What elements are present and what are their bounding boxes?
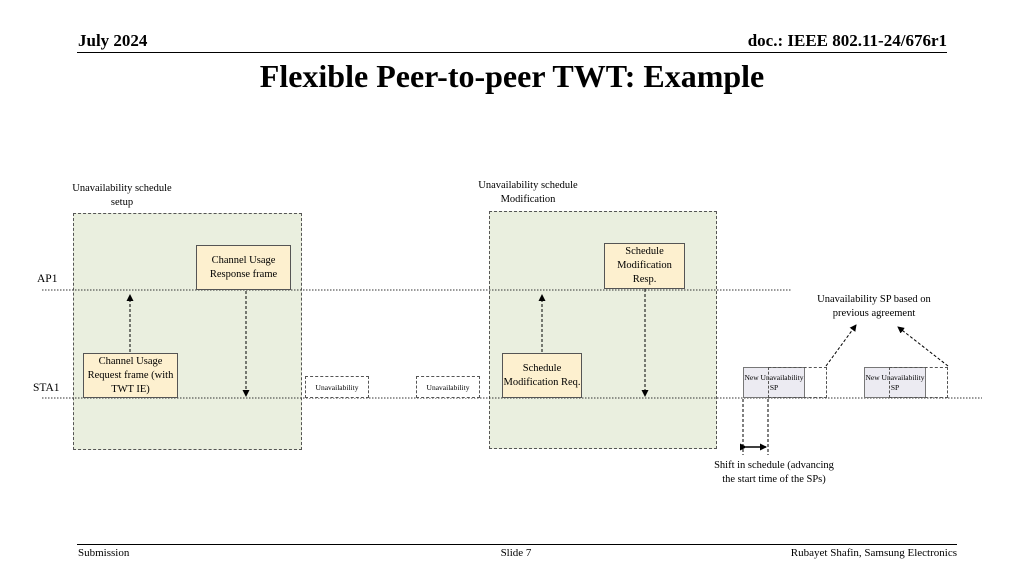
unavailability-box: Unavailability xyxy=(305,376,369,398)
header-doc-id: doc.: IEEE 802.11-24/676r1 xyxy=(747,31,947,50)
previous-unavailability-sp xyxy=(889,367,948,398)
modification-caption: Unavailability schedule Modification xyxy=(478,180,578,205)
header-divider xyxy=(77,52,947,53)
footer-author: Rubayet Shafin, Samsung Electronics xyxy=(790,547,957,559)
ap1-label: AP1 xyxy=(37,273,58,285)
footer-divider xyxy=(77,544,957,545)
sta1-label: STA1 xyxy=(33,382,60,394)
previous-pointer-arrow-2 xyxy=(897,326,949,367)
slide-number: Slide 7 xyxy=(500,547,532,559)
setup-caption: Unavailability schedule setup xyxy=(72,183,172,208)
schedule-modification-response-frame: Schedule Modification Resp. xyxy=(604,243,685,289)
unavailability-box: Unavailability xyxy=(416,376,480,398)
channel-usage-response-frame: Channel Usage Response frame xyxy=(196,245,291,290)
schedule-modification-request-frame: Schedule Modification Req. xyxy=(502,353,582,398)
footer-submission: Submission xyxy=(78,547,130,559)
previous-pointer-arrow-1 xyxy=(825,324,857,367)
slide-title: Flexible Peer-to-peer TWT: Example xyxy=(259,58,765,94)
shift-note: Shift in schedule (advancing the start t… xyxy=(714,460,834,485)
previous-agreement-note: Unavailability SP based on previous agre… xyxy=(817,294,931,319)
header-date: July 2024 xyxy=(78,31,148,50)
previous-unavailability-sp xyxy=(768,367,827,398)
channel-usage-request-frame: Channel Usage Request frame (with TWT IE… xyxy=(83,353,178,398)
